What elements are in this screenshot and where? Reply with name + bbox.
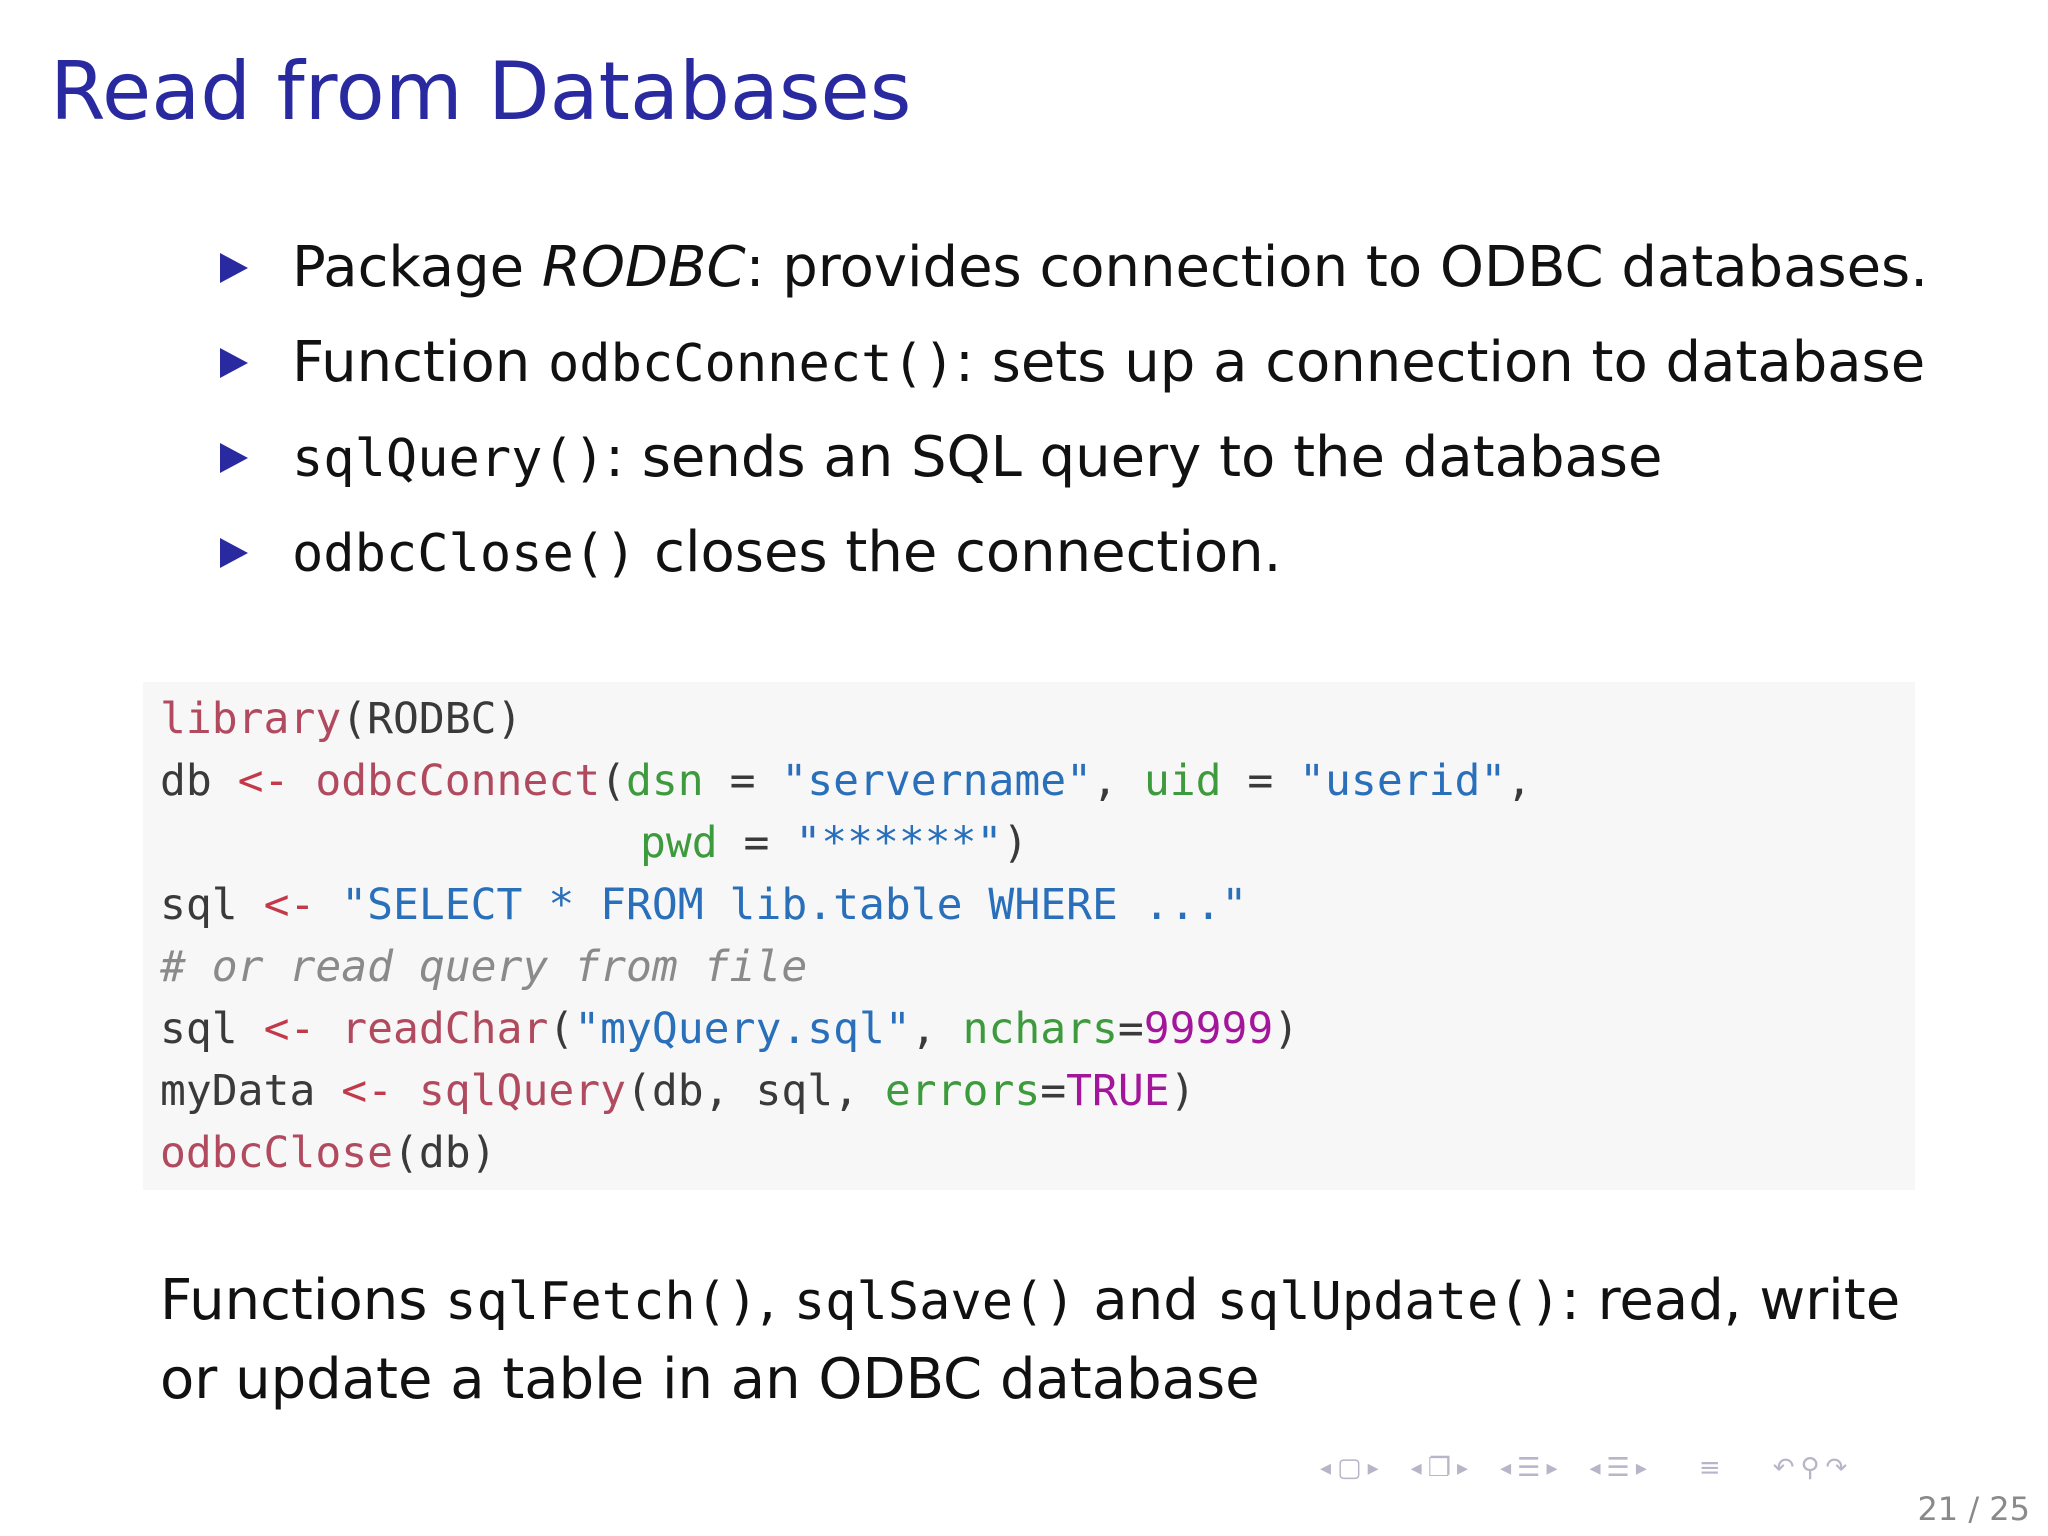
bullet-list: Package RODBC: provides connection to OD… xyxy=(220,220,2000,600)
code-line-2: db <- odbcConnect(dsn = "servername", ui… xyxy=(160,756,1533,806)
nav-next-icon[interactable]: ▸ xyxy=(1457,1455,1469,1481)
code-line-5: # or read query from file xyxy=(160,942,808,992)
bullet-text: Package RODBC: provides connection to OD… xyxy=(292,235,1928,300)
bullet-item: Function odbcConnect(): sets up a connec… xyxy=(220,315,2000,410)
footer-paragraph: Functions sqlFetch(), sqlSave() and sqlU… xyxy=(160,1268,1901,1412)
nav-section-icon[interactable]: ☰ xyxy=(1517,1453,1541,1483)
bullet-text: sqlQuery(): sends an SQL query to the da… xyxy=(292,425,1662,490)
bullet-pre: Package xyxy=(292,235,542,300)
nav-next-icon[interactable]: ▸ xyxy=(1546,1455,1558,1481)
nav-frame-icon[interactable]: ▢ xyxy=(1337,1453,1362,1483)
nav-prev-icon[interactable]: ◂ xyxy=(1320,1455,1332,1481)
bullet-text: odbcClose() closes the connection. xyxy=(292,520,1281,585)
nav-back-icon[interactable]: ↶ xyxy=(1772,1453,1795,1483)
nav-subsection-icon[interactable]: ❐ xyxy=(1427,1453,1452,1483)
code-line-6: sql <- readChar("myQuery.sql", nchars=99… xyxy=(160,1004,1300,1054)
bullet-emphasis: RODBC xyxy=(541,235,746,300)
nav-prev-icon[interactable]: ◂ xyxy=(1410,1455,1422,1481)
bullet-text: Function odbcConnect(): sets up a connec… xyxy=(292,330,1925,395)
code-line-1: library(RODBC) xyxy=(160,694,523,744)
nav-prev-icon[interactable]: ◂ xyxy=(1589,1455,1601,1481)
bullet-item: odbcClose() closes the connection. xyxy=(220,505,2000,600)
nav-next-icon[interactable]: ▸ xyxy=(1367,1455,1379,1481)
bullet-post: closes the connection. xyxy=(636,520,1282,585)
triangle-bullet-icon xyxy=(220,252,248,283)
code-line-8: odbcClose(db) xyxy=(160,1128,497,1178)
bullet-item: Package RODBC: provides connection to OD… xyxy=(220,220,2000,315)
nav-search-icon[interactable]: ⚲ xyxy=(1800,1453,1820,1483)
triangle-bullet-icon xyxy=(220,442,248,473)
page-number: 21 / 25 xyxy=(1917,1490,2030,1528)
nav-forward-icon[interactable]: ↷ xyxy=(1825,1453,1848,1483)
bullet-code: odbcClose() xyxy=(292,524,637,584)
nav-menu-icon[interactable]: ≡ xyxy=(1698,1453,1721,1483)
bullet-post: : provides connection to ODBC databases. xyxy=(745,235,1929,300)
bullet-code: odbcConnect() xyxy=(548,334,955,394)
beamer-navigation: ◂ ▢ ▸ ◂ ❐ ▸ ◂ ☰ ▸ ◂ ☰ ▸ ≡ ↶ ⚲ ↷ xyxy=(1320,1448,2040,1488)
triangle-bullet-icon xyxy=(220,347,248,378)
nav-document-icon[interactable]: ☰ xyxy=(1606,1453,1630,1483)
triangle-bullet-icon xyxy=(220,537,248,568)
nav-next-icon[interactable]: ▸ xyxy=(1635,1455,1647,1481)
bullet-post: : sets up a connection to database xyxy=(955,330,1926,395)
code-line-7: myData <- sqlQuery(db, sql, errors=TRUE) xyxy=(160,1066,1196,1116)
slide-title: Read from Databases xyxy=(50,45,912,138)
code-line-4: sql <- "SELECT * FROM lib.table WHERE ..… xyxy=(160,880,1248,930)
nav-prev-icon[interactable]: ◂ xyxy=(1500,1455,1512,1481)
bullet-item: sqlQuery(): sends an SQL query to the da… xyxy=(220,410,2000,505)
bullet-code: sqlQuery() xyxy=(292,429,606,489)
bullet-post: : sends an SQL query to the database xyxy=(605,425,1663,490)
code-block: library(RODBC) db <- odbcConnect(dsn = "… xyxy=(143,682,1915,1190)
code-line-3: pwd = "******") xyxy=(640,818,1029,868)
bullet-pre: Function xyxy=(292,330,548,395)
